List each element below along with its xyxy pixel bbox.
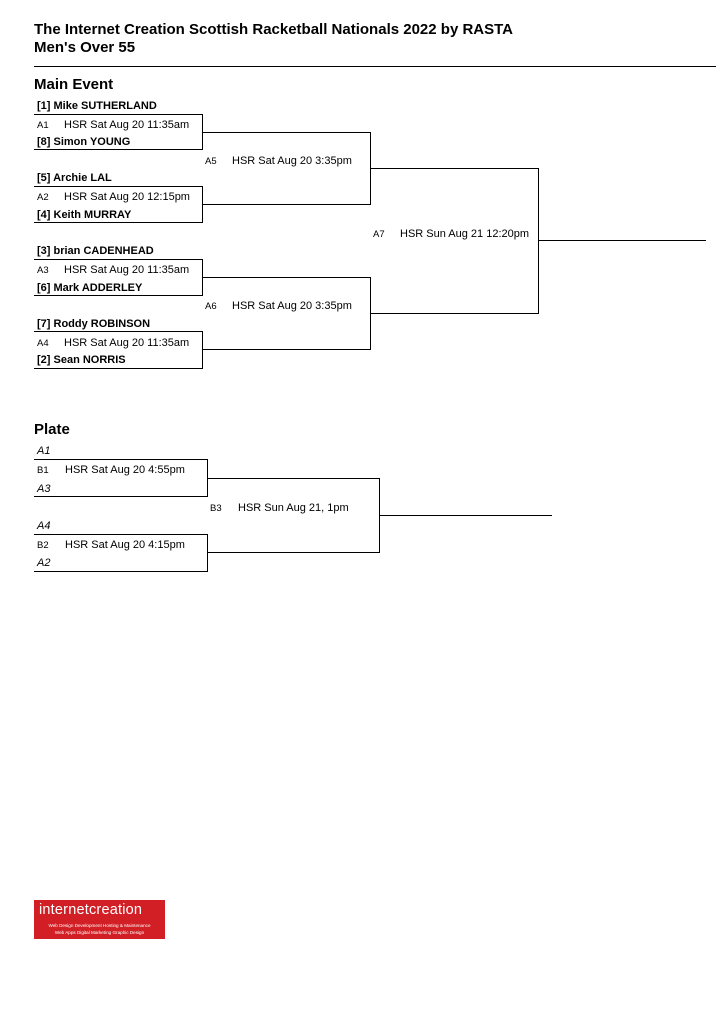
- bracket-line: [202, 132, 370, 133]
- bracket-line: [34, 571, 207, 572]
- winner-line: [538, 240, 706, 241]
- match-schedule-a2: HSR Sat Aug 20 12:15pm: [64, 191, 190, 203]
- match-schedule-a3: HSR Sat Aug 20 11:35am: [64, 264, 190, 276]
- match-code-a4: A4: [37, 338, 49, 349]
- bracket-line: [34, 114, 202, 115]
- match-code-a6: A6: [205, 301, 217, 312]
- bracket-line: [34, 368, 202, 369]
- bracket-line: [34, 459, 207, 460]
- player-8: [2] Sean NORRIS: [37, 354, 126, 366]
- bracket-line: [34, 259, 202, 260]
- internetcreation-logo: internetcreation Web Design Development …: [34, 900, 165, 939]
- bracket-line: [538, 168, 539, 314]
- bracket-line: [370, 168, 538, 169]
- match-code-b3: B3: [210, 503, 222, 514]
- bracket-line: [370, 313, 538, 314]
- match-schedule-a1: HSR Sat Aug 20 11:35am: [64, 119, 190, 131]
- bracket-line: [34, 295, 202, 296]
- bracket-line: [34, 222, 202, 223]
- bracket-line: [202, 331, 203, 369]
- main-event-heading: Main Event: [34, 76, 114, 93]
- match-code-b2: B2: [37, 540, 49, 551]
- winner-line: [379, 515, 552, 516]
- match-schedule-a5: HSR Sat Aug 20 3:35pm: [232, 155, 352, 167]
- match-schedule-b2: HSR Sat Aug 20 4:15pm: [65, 539, 185, 551]
- header-divider: [34, 66, 716, 67]
- bracket-line: [202, 349, 370, 350]
- logo-brand-text: internetcreation: [39, 902, 143, 918]
- player-7: [7] Roddy ROBINSON: [37, 318, 151, 330]
- bracket-line: [34, 186, 202, 187]
- player-6: [6] Mark ADDERLEY: [37, 282, 143, 294]
- match-code-a2: A2: [37, 192, 49, 203]
- player-5: [3] brian CADENHEAD: [37, 245, 154, 257]
- bracket-line: [34, 534, 207, 535]
- match-schedule-b1: HSR Sat Aug 20 4:55pm: [65, 464, 185, 476]
- bracket-line: [202, 204, 370, 205]
- bracket-line: [34, 496, 207, 497]
- player-2: [8] Simon YOUNG: [37, 136, 131, 148]
- match-schedule-b3: HSR Sun Aug 21, 1pm: [238, 502, 349, 514]
- plate-entrant-3: A4: [37, 520, 51, 532]
- plate-entrant-2: A3: [37, 483, 51, 495]
- match-code-b1: B1: [37, 465, 49, 476]
- logo-tagline-2: Web Apps Digital Marketing Graphic Desig…: [54, 930, 145, 935]
- bracket-line: [207, 552, 379, 553]
- bracket-line: [207, 478, 379, 479]
- player-3: [5] Archie LAL: [37, 172, 112, 184]
- page-title: The Internet Creation Scottish Racketbal…: [34, 21, 514, 38]
- plate-heading: Plate: [34, 421, 70, 438]
- bracket-line: [34, 331, 202, 332]
- plate-entrant-1: A1: [37, 445, 51, 457]
- match-schedule-a6: HSR Sat Aug 20 3:35pm: [232, 300, 352, 312]
- player-4: [4] Keith MURRAY: [37, 209, 132, 221]
- plate-entrant-4: A2: [37, 557, 51, 569]
- player-1: [1] Mike SUTHERLAND: [37, 100, 157, 112]
- page-subtitle: Men's Over 55: [34, 39, 136, 56]
- match-code-a1: A1: [37, 120, 49, 131]
- bracket-line: [34, 149, 202, 150]
- match-code-a5: A5: [205, 156, 217, 167]
- bracket-line: [202, 277, 370, 278]
- match-code-a7: A7: [373, 229, 385, 240]
- bracket-line: [207, 534, 208, 572]
- match-schedule-a4: HSR Sat Aug 20 11:35am: [64, 337, 190, 349]
- match-code-a3: A3: [37, 265, 49, 276]
- logo-tagline-1: Web Design Development Hosting & Mainten…: [48, 923, 151, 928]
- match-schedule-a7: HSR Sun Aug 21 12:20pm: [400, 228, 530, 240]
